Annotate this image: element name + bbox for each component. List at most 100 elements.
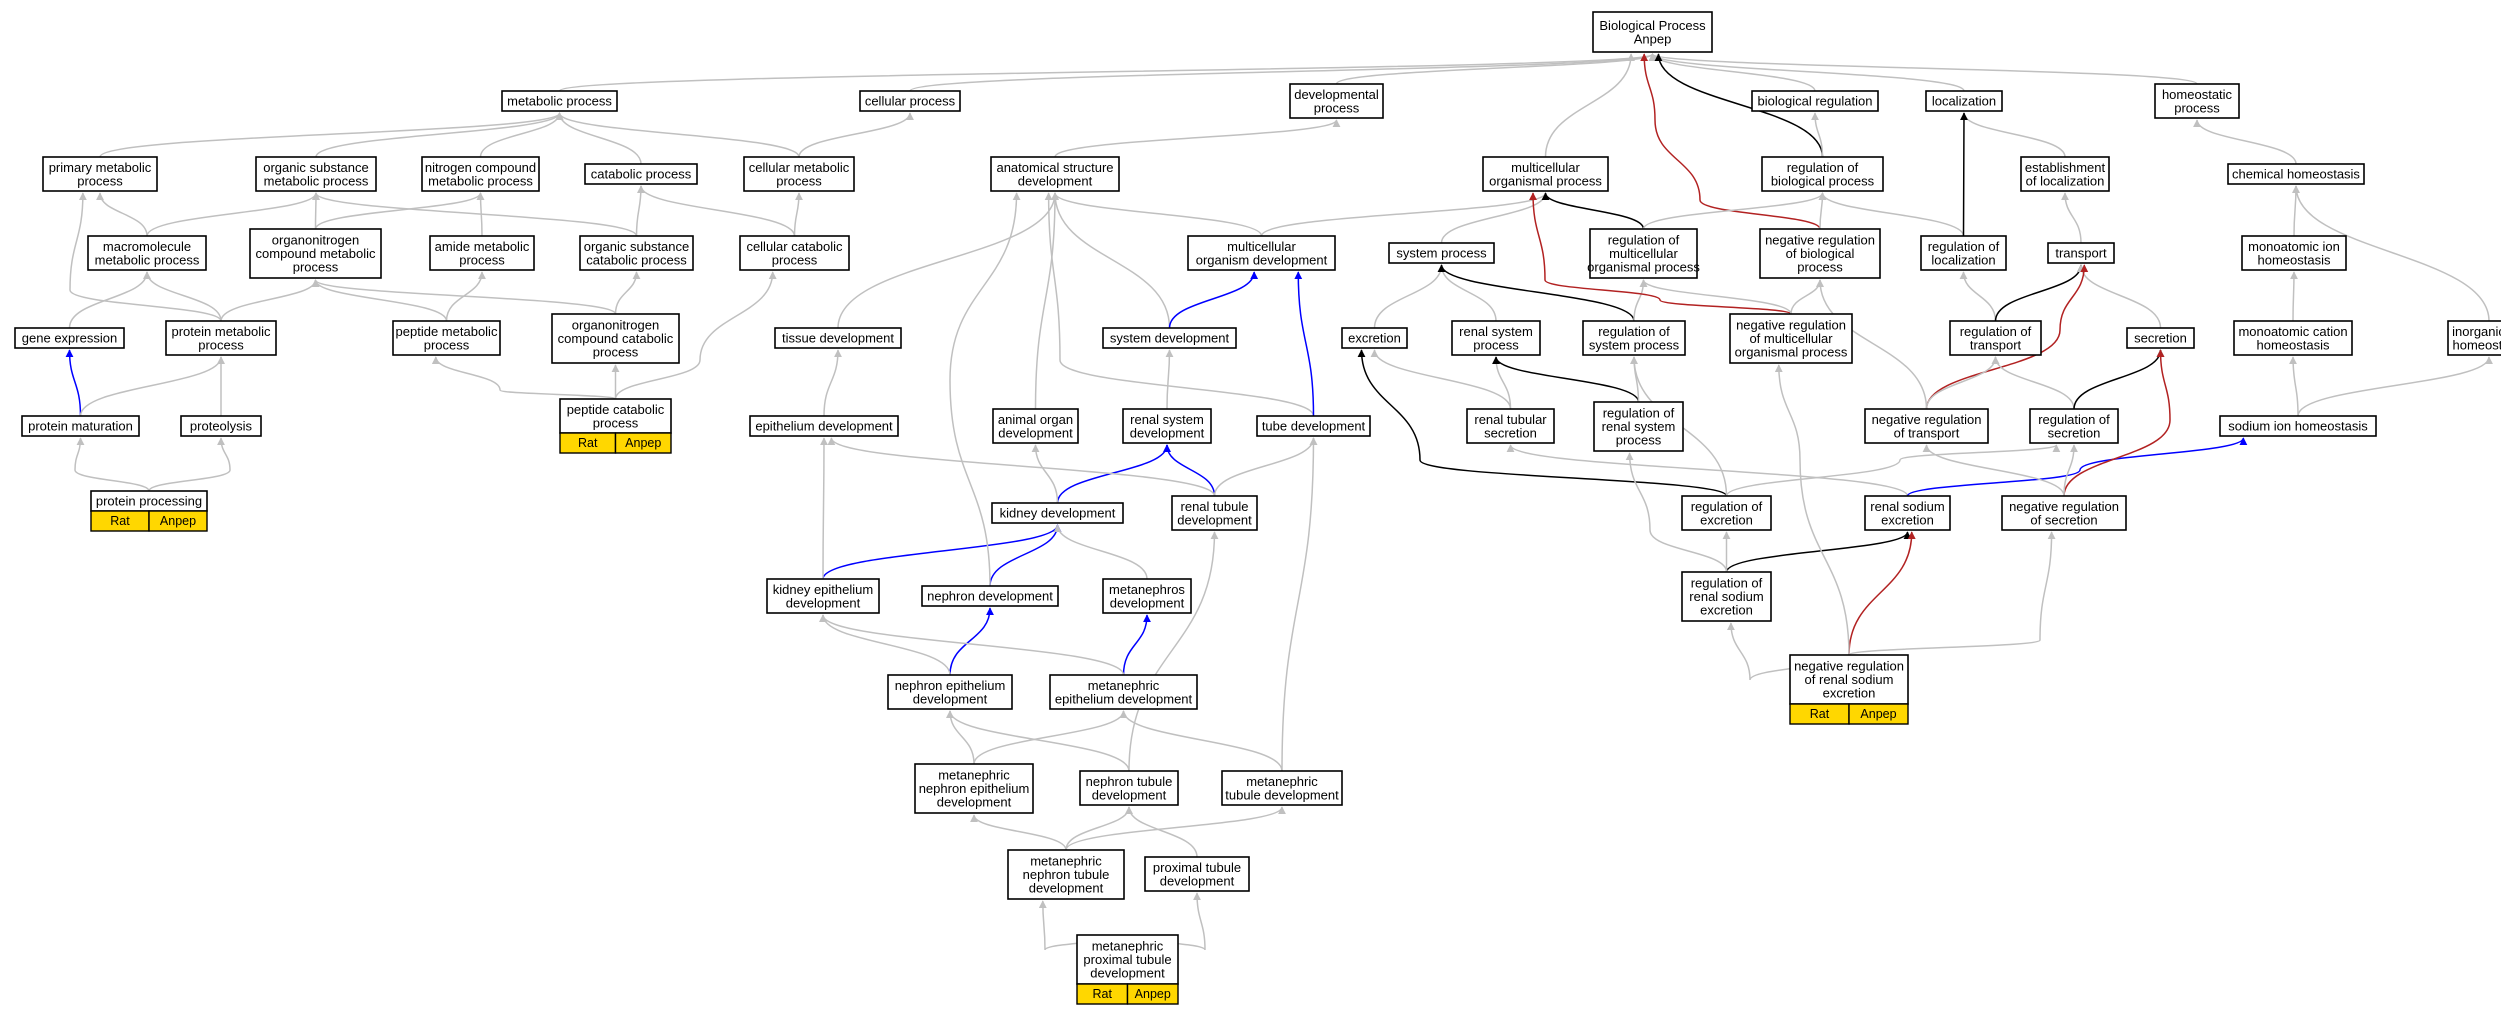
term-box bbox=[551, 313, 680, 364]
term-node-secretion[interactable]: secretion bbox=[2126, 327, 2195, 349]
term-box bbox=[1864, 408, 1989, 444]
term-label-line: compound catabolic bbox=[558, 331, 674, 346]
term-node-catabolic[interactable]: catabolic process bbox=[584, 163, 698, 185]
term-node-protein-mat[interactable]: protein maturation bbox=[21, 415, 140, 437]
term-label-line: regulation of bbox=[1928, 239, 2000, 254]
term-box bbox=[180, 415, 262, 437]
term-node-tissue-dev[interactable]: tissue development bbox=[774, 327, 902, 349]
edge-is-a-cell-met-to-metabolic bbox=[555, 112, 800, 158]
term-node-chem-homeo[interactable]: chemical homeostasis bbox=[2227, 163, 2365, 185]
term-node-system-process[interactable]: system process bbox=[1388, 242, 1495, 264]
term-node-nephron-dev[interactable]: nephron development bbox=[921, 585, 1059, 607]
term-node-tube-dev[interactable]: tube development bbox=[1256, 415, 1371, 437]
term-label-line: system development bbox=[1110, 331, 1230, 346]
term-label-line: development bbox=[913, 691, 988, 706]
term-label-line: process bbox=[198, 337, 244, 352]
term-box bbox=[1102, 327, 1237, 349]
term-node-excretion[interactable]: excretion bbox=[1341, 327, 1408, 349]
term-label-line: proximal tubule bbox=[1083, 952, 1171, 967]
term-node-bio-reg[interactable]: biological regulation bbox=[1751, 90, 1879, 112]
term-box bbox=[1256, 415, 1371, 437]
term-label-line: renal tubular bbox=[1474, 412, 1547, 427]
term-node-proteolysis[interactable]: proteolysis bbox=[180, 415, 262, 437]
term-box bbox=[1076, 934, 1179, 985]
edge-is-a-nitrogen-met-to-metabolic bbox=[479, 112, 564, 158]
term-label-line: proximal tubule bbox=[1153, 860, 1241, 875]
edge-is-a-metaneph-nephron-epith-to-nephron-epith-dev bbox=[946, 710, 975, 765]
edge-part-of-kidney-epith-dev-to-kidney-dev bbox=[822, 524, 1062, 580]
term-node-metabolic[interactable]: metabolic process bbox=[501, 90, 618, 112]
term-node-system-dev[interactable]: system development bbox=[1102, 327, 1237, 349]
term-node-epith-dev[interactable]: epithelium development bbox=[749, 415, 899, 437]
term-label-line: nephron epithelium bbox=[895, 678, 1006, 693]
term-node-localization[interactable]: localization bbox=[1925, 90, 2003, 112]
term-node-transport[interactable]: transport bbox=[2047, 242, 2115, 264]
term-label-line: protein maturation bbox=[28, 419, 133, 434]
term-box bbox=[584, 163, 698, 185]
term-node-gene-expr[interactable]: gene expression bbox=[14, 327, 125, 349]
edge-is-a-peptide-cat-to-cell-cat bbox=[614, 271, 777, 400]
term-label-line: process bbox=[77, 173, 123, 188]
term-node-cellular-process[interactable]: cellular process bbox=[859, 90, 961, 112]
term-label-line: development bbox=[1090, 966, 1165, 981]
term-node-kidney-dev[interactable]: kidney development bbox=[991, 502, 1124, 524]
term-label-line: renal tubule bbox=[1181, 499, 1249, 514]
term-node-sodium-homeo[interactable]: sodium ion homeostasis bbox=[2219, 415, 2377, 437]
term-label-line: organismal process bbox=[1489, 173, 1602, 188]
